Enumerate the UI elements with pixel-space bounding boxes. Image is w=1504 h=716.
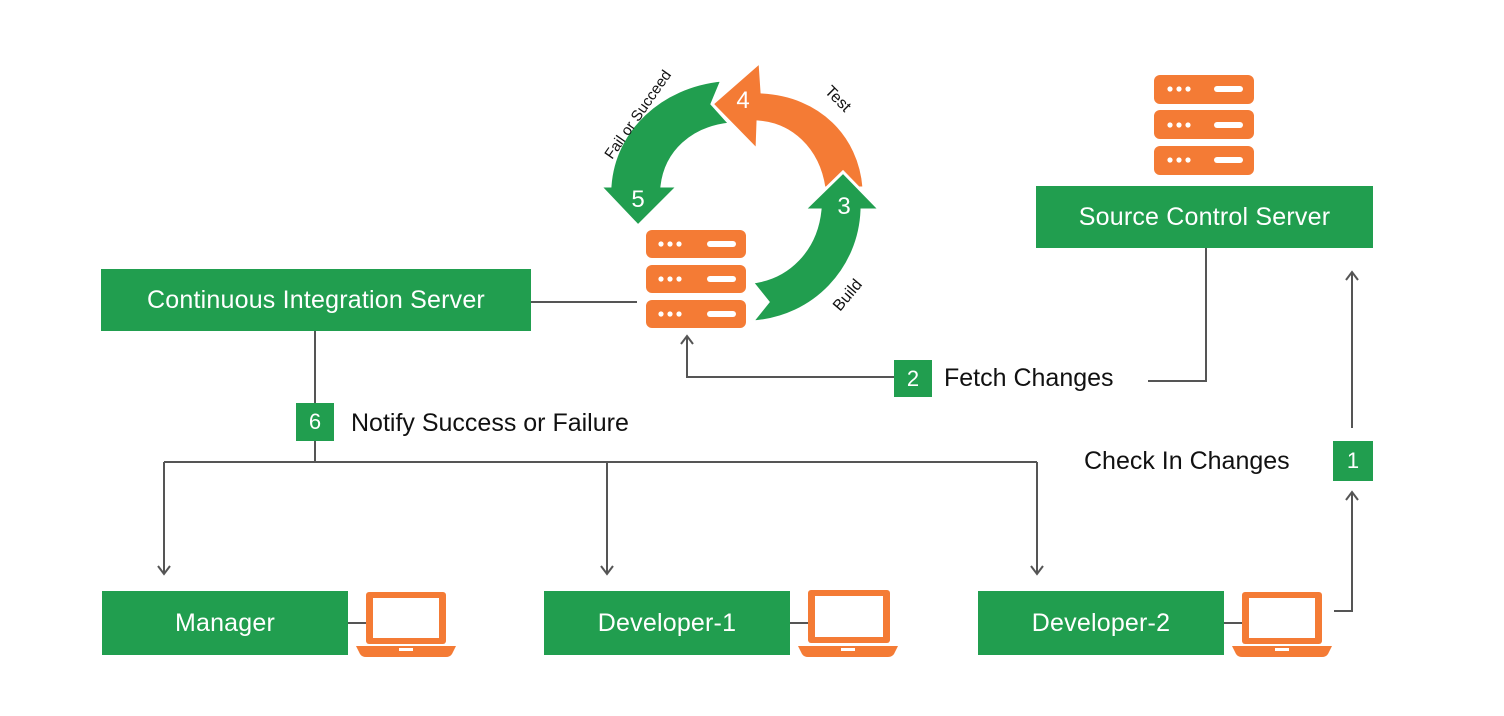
step-6-label: Notify Success or Failure xyxy=(351,409,629,437)
build-cycle-arrow xyxy=(748,169,884,324)
ci-server-node: Continuous Integration Server xyxy=(101,269,531,331)
step-2-badge: 2 xyxy=(894,360,932,397)
step-4-number: 4 xyxy=(736,87,749,114)
ci-server-rack-icon xyxy=(646,230,746,328)
manager-laptop-icon xyxy=(356,592,456,657)
manager-arrowhead xyxy=(157,565,171,576)
test-cycle-arrow xyxy=(709,58,866,190)
step-1-badge: 1 xyxy=(1333,441,1373,481)
step-1-label: Check In Changes xyxy=(1084,447,1290,475)
developer2-laptop-icon xyxy=(1232,592,1332,657)
step-4-label: Test xyxy=(821,83,854,116)
fetch-arrowhead xyxy=(680,334,694,345)
source-server-rack-icon xyxy=(1154,75,1254,175)
fetch-to-rack-arrow xyxy=(686,336,894,378)
step-6-badge: 6 xyxy=(296,403,334,441)
manager-node: Manager xyxy=(102,591,348,655)
checkin-arrowhead-lower xyxy=(1345,490,1359,501)
dev2-to-checkin-arrow xyxy=(1334,492,1353,612)
source-control-node: Source Control Server xyxy=(1036,186,1373,248)
developer2-node: Developer-2 xyxy=(978,591,1224,655)
developer1-laptop-icon xyxy=(798,590,898,657)
source-to-fetch-connector xyxy=(1148,248,1207,382)
developer1-arrowhead xyxy=(600,565,614,576)
fail-succeed-cycle-arrow xyxy=(596,78,734,229)
developer2-arrowhead xyxy=(1030,565,1044,576)
developer1-node: Developer-1 xyxy=(544,591,790,655)
checkin-arrowhead-upper xyxy=(1345,270,1359,281)
step-3-number: 3 xyxy=(837,193,850,220)
step-5-number: 5 xyxy=(631,186,644,213)
step-2-label: Fetch Changes xyxy=(944,364,1114,392)
